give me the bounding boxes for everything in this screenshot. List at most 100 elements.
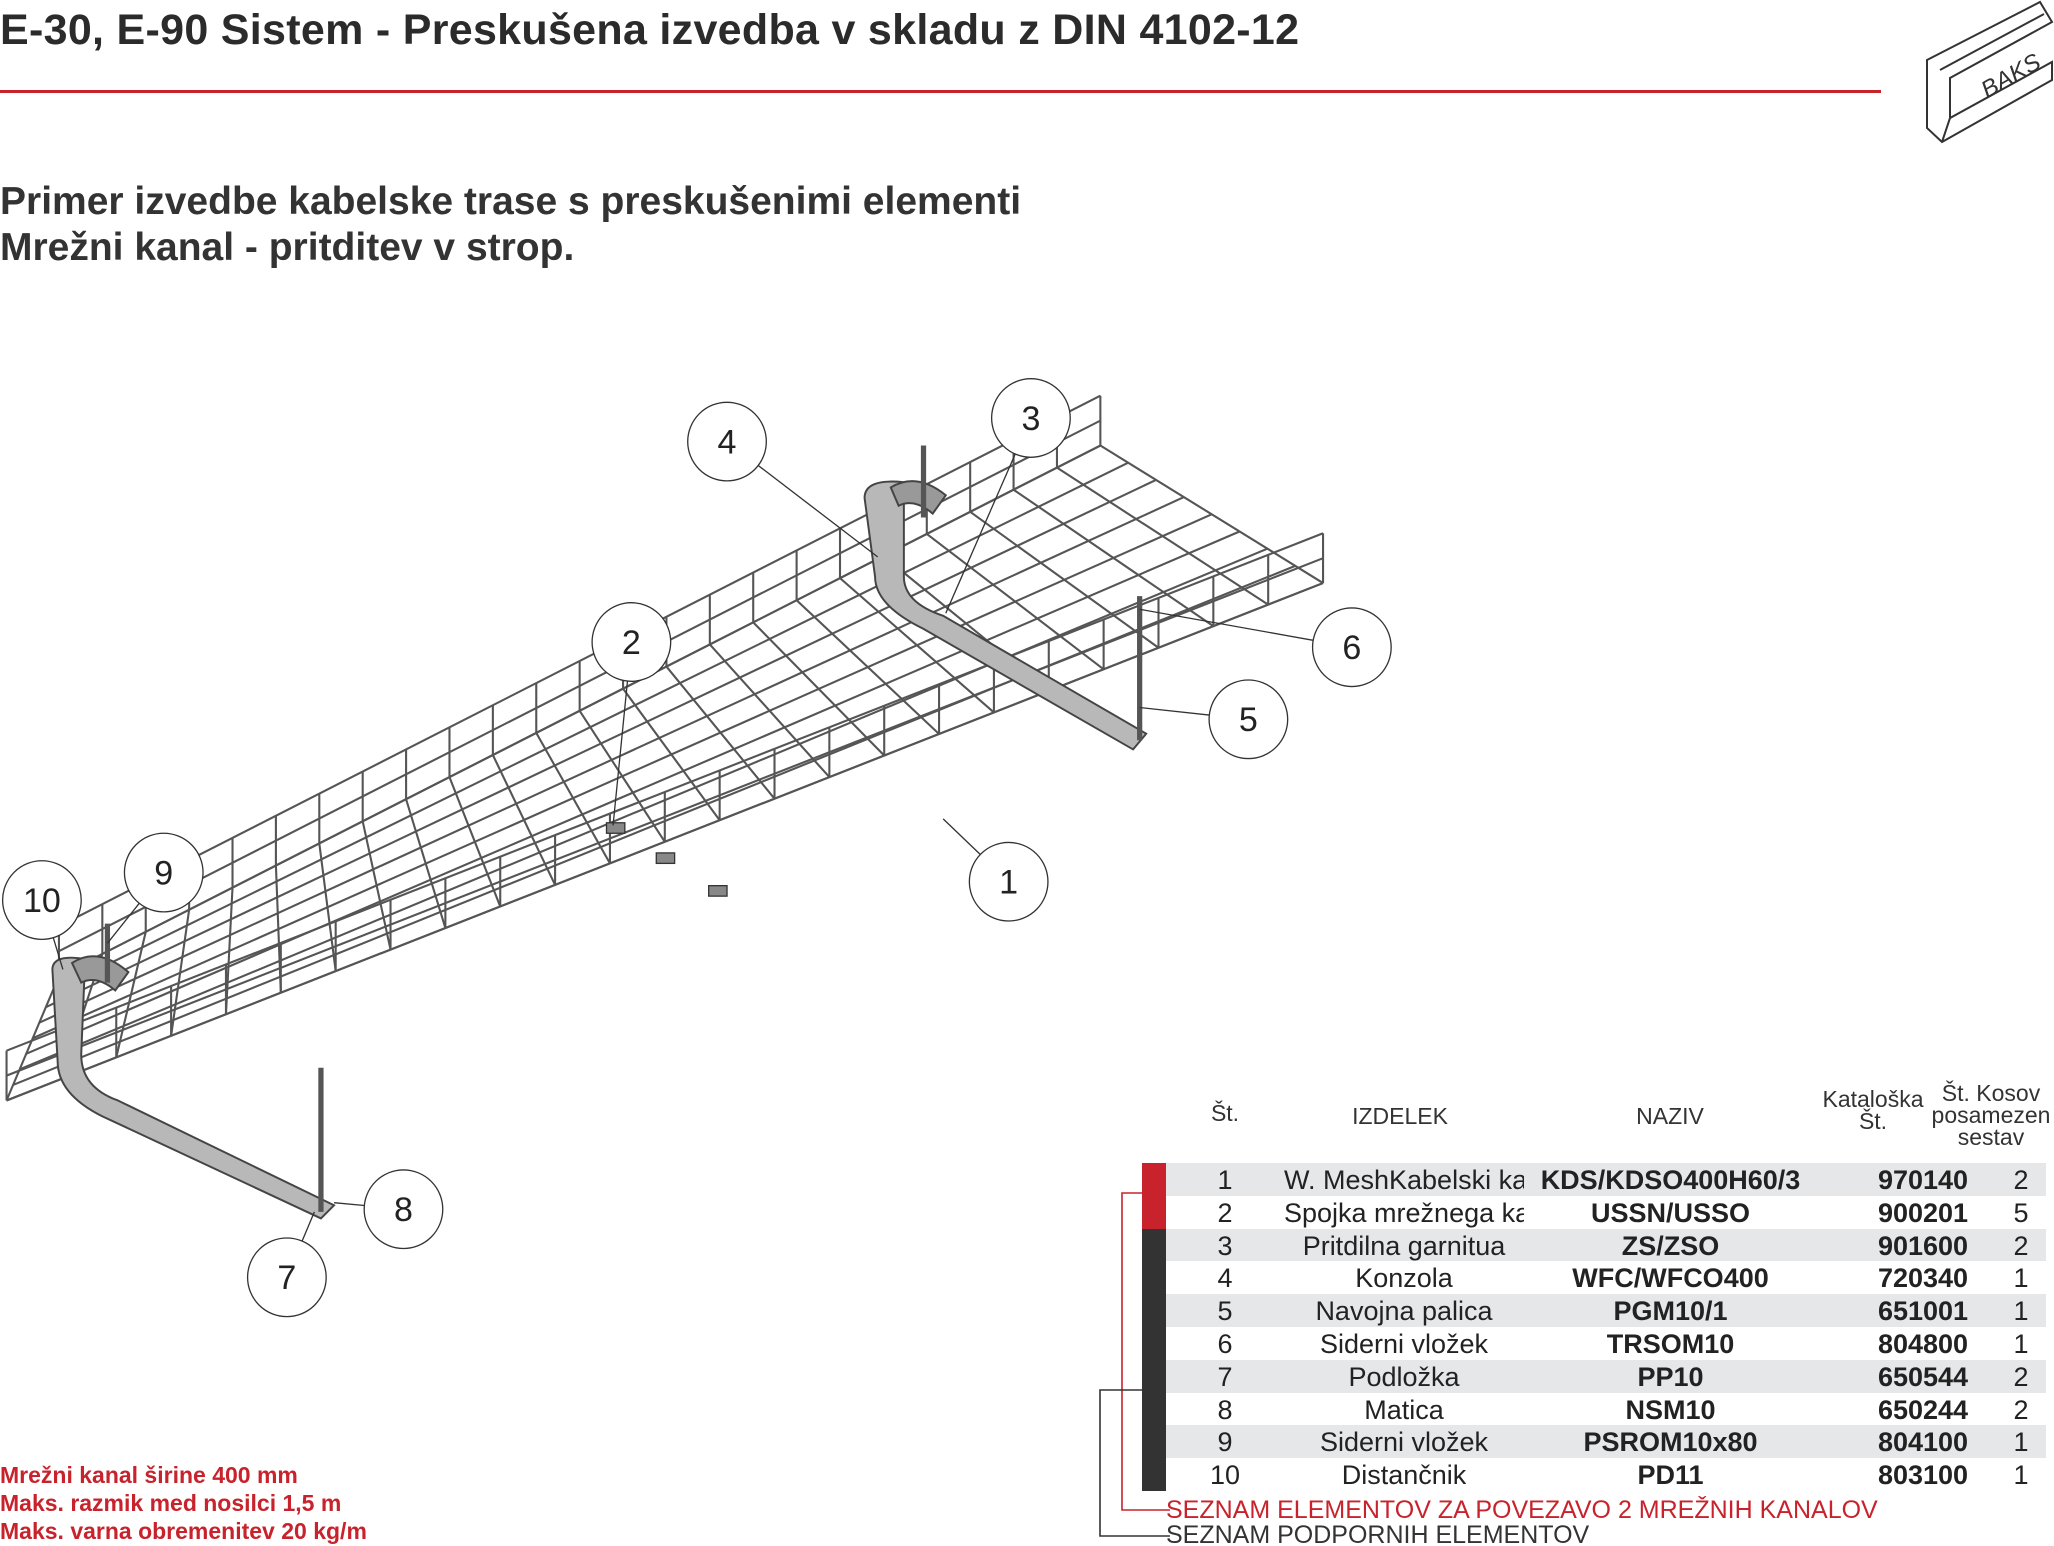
item-number: 6: [1217, 1329, 1233, 1359]
item-catalog-number: 650544: [1877, 1361, 1969, 1392]
callout-leader: [1139, 706, 1210, 716]
item-name: PD11: [1637, 1460, 1704, 1491]
item-name: KDS/KDSO400H60/3: [1540, 1165, 1801, 1195]
subtitle-line2: Mrežni kanal - pritditev v strop.: [0, 226, 575, 269]
item-catalog-number: 900201: [1877, 1197, 1969, 1228]
item-name: USSN/USSO: [1590, 1197, 1751, 1228]
item-catalog-number: 720340: [1877, 1263, 1969, 1294]
header-name: NAZIV: [1636, 1103, 1704, 1129]
item-quantity: 1: [2013, 1263, 2029, 1294]
callout-number: 7: [277, 1259, 296, 1297]
subtitle-line1: Primer izvedbe kabelske trase s preskuše…: [0, 180, 1022, 223]
callout-3: 3: [990, 378, 1071, 458]
header-product: IZDELEK: [1352, 1103, 1448, 1129]
callout-leader: [942, 818, 981, 855]
item-quantity: 1: [2013, 1427, 2029, 1458]
item-number: 8: [1217, 1394, 1233, 1425]
callout-leader: [301, 1211, 315, 1242]
support-parts: [51, 445, 1148, 1220]
item-quantity: 1: [2013, 1329, 2029, 1359]
item-catalog-number: 970140: [1877, 1165, 1969, 1195]
item-name: NSM10: [1625, 1394, 1716, 1425]
callout-leader: [52, 937, 64, 970]
header-no: Št.: [1210, 1100, 1240, 1126]
item-quantity: 2: [2013, 1361, 2029, 1392]
header-qty-line1: Št. Kosov: [1941, 1080, 2041, 1106]
item-number: 1: [1217, 1165, 1233, 1195]
item-product: Siderni vložek: [1319, 1329, 1489, 1359]
callout-number: 1: [999, 864, 1018, 902]
connector-clip: [708, 885, 728, 897]
ceiling-clamp-left: [70, 955, 130, 992]
header-catalog-line1: Kataloška: [1822, 1086, 1924, 1112]
item-quantity: 2: [2013, 1394, 2029, 1425]
callout-leader: [333, 1202, 365, 1207]
title-divider: [0, 90, 1881, 93]
item-catalog-number: 651001: [1877, 1296, 1969, 1327]
item-name: TRSOM10: [1606, 1329, 1735, 1359]
callout-6: 6: [1311, 607, 1392, 688]
connector-clip: [605, 822, 626, 834]
table-row: 5 Navojna palica PGM10/1 651001 1: [1166, 1294, 2046, 1327]
item-number: 2: [1217, 1197, 1233, 1228]
item-product: Navojna palica: [1315, 1296, 1493, 1327]
item-product: W. MeshKabelski kanal: [1284, 1165, 1524, 1195]
callout-5: 5: [1208, 679, 1289, 760]
baks-logo: BAKS: [1926, 0, 2054, 144]
item-name: PGM10/1: [1613, 1296, 1728, 1327]
item-quantity: 1: [2013, 1296, 2029, 1327]
callout-1: 1: [968, 841, 1049, 922]
callout-number: 5: [1239, 701, 1258, 739]
callout-leader: [945, 453, 1016, 614]
item-catalog-number: 804800: [1877, 1329, 1969, 1359]
callout-10: 10: [1, 860, 82, 941]
legend-brackets: [1099, 1192, 1170, 1537]
callout-number: 8: [394, 1191, 413, 1229]
item-quantity: 5: [2013, 1197, 2029, 1228]
item-name: PP10: [1637, 1361, 1704, 1392]
note-load: Maks. varna obremenitev 20 kg/m: [0, 1518, 367, 1544]
item-name: WFC/WFCO400: [1572, 1263, 1769, 1294]
header-qty: Št. Kosov posamezen sestav: [1931, 1080, 2051, 1149]
callout-leader: [612, 681, 629, 826]
callout-8: 8: [363, 1169, 444, 1250]
legend-connection: SEZNAM ELEMENTOV ZA POVEZAVO 2 MREŽNIH K…: [1166, 1496, 1878, 1524]
page-title: E-30, E-90 Sistem - Preskušena izvedba v…: [0, 6, 1300, 54]
table-row: 1 W. MeshKabelski kanal KDS/KDSO400H60/3 97…: [1166, 1163, 2046, 1196]
callout-leaders: [52, 453, 1314, 1242]
item-product: Pritdilna garnitua: [1302, 1230, 1506, 1261]
callout-number: 3: [1021, 400, 1040, 438]
item-product: Podložka: [1348, 1361, 1460, 1392]
item-number: 10: [1209, 1460, 1241, 1491]
callout-number: 4: [718, 423, 737, 461]
table-row: 6 Siderni vložek TRSOM10 804800 1: [1166, 1327, 2046, 1360]
item-quantity: 1: [2013, 1460, 2029, 1491]
callout-leader: [757, 464, 879, 558]
callout-7: 7: [246, 1237, 327, 1318]
callout-number: 9: [154, 854, 173, 892]
callout-9: 9: [123, 832, 204, 913]
connection-group-bar: [1142, 1163, 1166, 1229]
item-product: Matica: [1364, 1394, 1444, 1425]
bracket-left: [51, 956, 336, 1220]
callout-leader: [106, 902, 140, 944]
note-spacing: Maks. razmik med nosilci 1,5 m: [0, 1490, 342, 1516]
callout-4: 4: [687, 401, 767, 482]
header-qty-line2: posamezen: [1931, 1102, 2051, 1128]
item-catalog-number: 803100: [1877, 1460, 1969, 1491]
item-number: 4: [1217, 1263, 1233, 1294]
item-number: 9: [1217, 1427, 1233, 1458]
header-catalog-line2: Št.: [1858, 1108, 1888, 1134]
item-product: Siderni vložek: [1319, 1427, 1489, 1458]
item-number: 5: [1217, 1296, 1233, 1327]
item-name: ZS/ZSO: [1621, 1230, 1720, 1261]
wire-mesh-tray: [5, 394, 1325, 1102]
